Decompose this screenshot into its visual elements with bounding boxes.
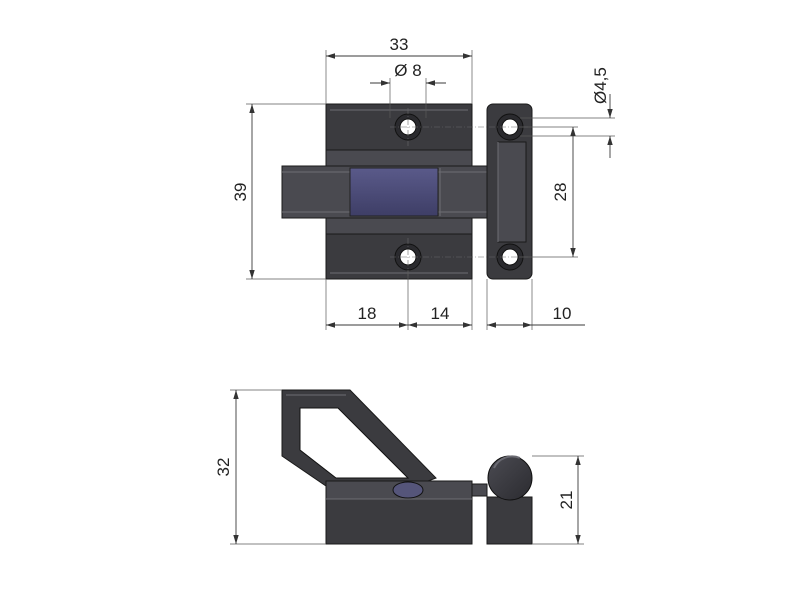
- dimension-39: 39: [231, 103, 326, 280]
- hole-side: [392, 481, 424, 499]
- bolt-handle: [281, 389, 437, 487]
- dim-label-21: 21: [557, 491, 576, 510]
- dimension-28: 28: [520, 126, 578, 258]
- dim-label-33: 33: [390, 35, 409, 54]
- dimension-hole-8: Ø 8: [370, 61, 446, 118]
- housing-lower: [325, 217, 473, 280]
- dimension-33: 33: [325, 35, 473, 104]
- dim-label-39: 39: [231, 183, 250, 202]
- bolt-window: [349, 167, 439, 217]
- dim-label-28: 28: [551, 183, 570, 202]
- dimension-bottom-chain: 18 14 10: [325, 270, 585, 330]
- dim-label-32: 32: [214, 458, 233, 477]
- bolt-bar: [281, 165, 493, 219]
- housing-upper: [325, 103, 473, 167]
- housing-side: [325, 480, 488, 545]
- dim-label-hole-8: Ø 8: [394, 61, 421, 80]
- dimension-hole-4-5: Ø4,5: [520, 67, 615, 158]
- strike-knob: [487, 455, 533, 501]
- strike-side: [486, 455, 533, 545]
- dim-label-10: 10: [553, 304, 572, 323]
- dim-label-hole-4-5: Ø4,5: [591, 67, 610, 104]
- dimension-21: 21: [532, 455, 584, 545]
- dim-label-14: 14: [431, 304, 450, 323]
- dim-label-18: 18: [358, 304, 377, 323]
- dimension-32: 32: [214, 389, 326, 545]
- top-view: 33 Ø 8 Ø4,5 39: [231, 35, 615, 330]
- strike-plate: [486, 103, 533, 280]
- side-view: 32 21: [214, 389, 584, 545]
